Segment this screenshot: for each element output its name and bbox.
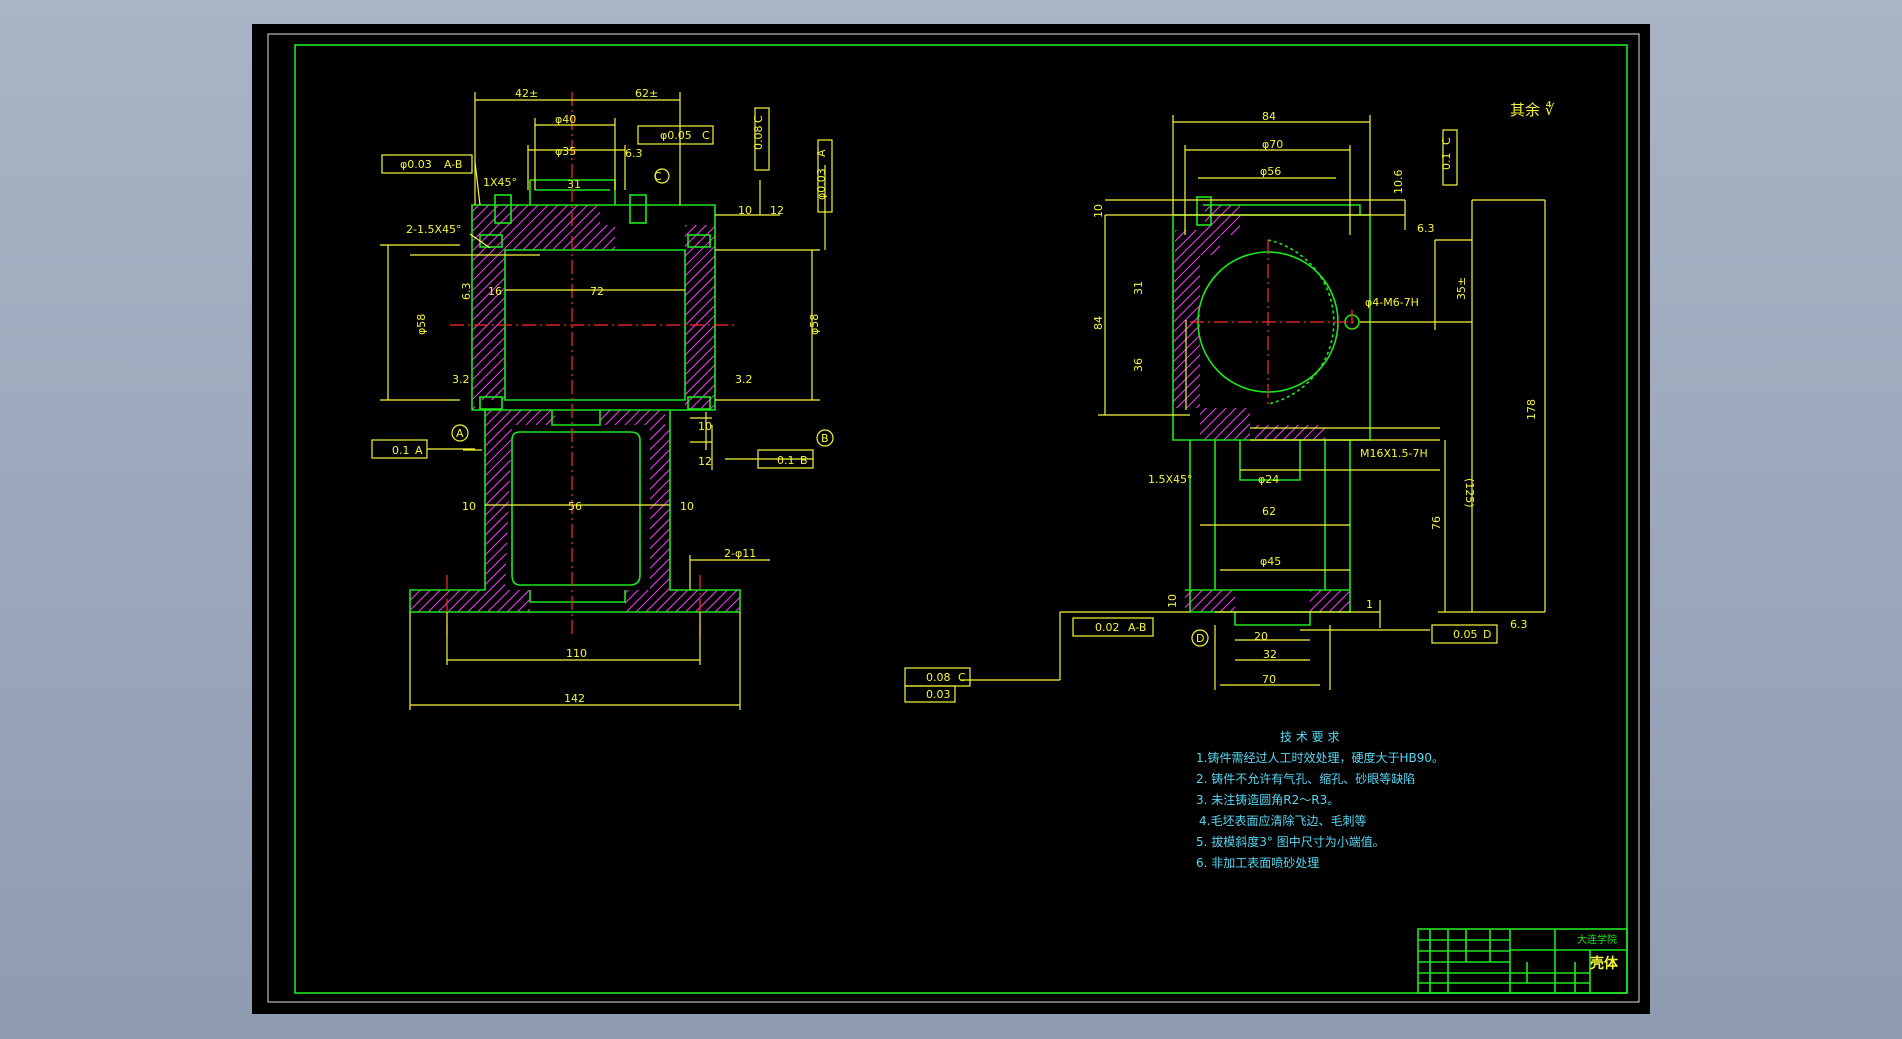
dim-text: A	[815, 149, 828, 157]
dim-text: 12	[770, 204, 784, 217]
dim-text: 84	[1092, 316, 1105, 330]
dim-text: φ0.05	[660, 129, 692, 142]
dim-text: B	[821, 432, 829, 445]
dim-text: φ35	[555, 145, 576, 158]
dim-text: φ45	[1260, 555, 1281, 568]
dim-text: B	[800, 454, 808, 467]
dim-text: 178	[1525, 399, 1538, 420]
dim-text: φ58	[808, 314, 821, 335]
left-view: 42± 62± φ40 φ35 φ0.05 C φ0.03 A-B 1X45° …	[371, 87, 834, 710]
dim-text: A	[415, 444, 423, 457]
dim-text: 10	[680, 500, 694, 513]
dim-text: 1	[1366, 598, 1373, 611]
dim-text: 0.05	[1453, 628, 1478, 641]
dim-text: 2-φ11	[724, 547, 756, 560]
dim-text: D	[1196, 632, 1204, 645]
dim-text: 3.2	[452, 373, 470, 386]
dim-text: 0.08	[926, 671, 951, 684]
dim-text: 84	[1262, 110, 1276, 123]
dim-text: 0.02	[1095, 621, 1120, 634]
dim-text: C	[1440, 137, 1453, 145]
dim-text: 10	[698, 420, 712, 433]
technical-requirements: 技 术 要 求 1.铸件需经过人工时效处理，硬度大于HB90。 2. 铸件不允许…	[1196, 730, 1444, 870]
inner-frame	[294, 44, 1628, 994]
dim-text: 32	[1263, 648, 1277, 661]
dim-text: 42±	[515, 87, 538, 100]
dim-text: 10	[1166, 594, 1179, 608]
note-item: 6. 非加工表面喷砂处理	[1196, 856, 1319, 870]
school-name: 大连学院	[1577, 933, 1617, 946]
dim-text: 62	[1262, 505, 1276, 518]
dim-text: 35±	[1455, 277, 1468, 300]
dim-text: C	[702, 129, 710, 142]
dim-text: C	[654, 170, 662, 183]
dim-text: 0.08	[752, 126, 765, 151]
dim-text: 2-1.5X45°	[406, 223, 462, 236]
dim-text: 62±	[635, 87, 658, 100]
dim-text: 0.1	[392, 444, 410, 457]
dim-text: 70	[1262, 673, 1276, 686]
dim-text: φ40	[555, 113, 576, 126]
dim-text: 31	[567, 178, 581, 191]
dim-text: φ56	[1260, 165, 1281, 178]
right-view: 84 φ70 φ56 0.1 C 10.6 6.3 10 31 84 36 35…	[904, 110, 1546, 703]
title-block: 大连学院 壳体	[1417, 928, 1628, 994]
dim-text: C	[752, 115, 765, 123]
dim-text: φ70	[1262, 138, 1283, 151]
dim-text: (125)	[1463, 478, 1476, 508]
dim-text: 10	[462, 500, 476, 513]
dim-text: C	[958, 671, 966, 684]
dim-text: φ24	[1258, 473, 1279, 486]
dim-text: A-B	[1128, 621, 1146, 634]
dim-text: D	[1483, 628, 1491, 641]
dim-text: φ0.03	[400, 158, 432, 171]
dim-text: 0.03	[926, 688, 951, 701]
dim-text: 6.3	[460, 283, 473, 301]
dim-text: 1X45°	[483, 176, 517, 189]
roughness-note: 其余 ∜	[1510, 101, 1555, 119]
dim-text: 10	[738, 204, 752, 217]
dim-text: 16	[488, 285, 502, 298]
dim-text: 0.1	[777, 454, 795, 467]
notes-title: 技 术 要 求	[1280, 730, 1339, 744]
note-item: 2. 铸件不允许有气孔、缩孔、砂眼等缺陷	[1196, 771, 1415, 786]
dim-text: 6.3	[625, 147, 643, 160]
dim-text: 20	[1254, 630, 1268, 643]
dim-text: M16X1.5-7H	[1360, 447, 1428, 460]
dim-text: 10	[1092, 204, 1105, 218]
dim-text: 12	[698, 455, 712, 468]
dim-text: φ4-M6-7H	[1365, 296, 1419, 309]
dim-text: 76	[1430, 516, 1443, 530]
dim-text: 6.3	[1417, 222, 1435, 235]
dim-text: φ58	[415, 314, 428, 335]
note-item: 5. 拔模斜度3° 图中尺寸为小端值。	[1196, 834, 1385, 849]
dim-text: φ0.03	[815, 168, 828, 200]
dim-text: 3.2	[735, 373, 753, 386]
note-item: 1.铸件需经过人工时效处理，硬度大于HB90。	[1196, 750, 1444, 765]
note-item: 4.毛坯表面应清除飞边、毛刺等	[1199, 813, 1366, 828]
dim-text: A	[456, 427, 464, 440]
dim-text: A-B	[444, 158, 462, 171]
dim-text: 56	[568, 500, 582, 513]
dim-text: 31	[1132, 281, 1145, 295]
dim-text: 6.3	[1510, 618, 1528, 631]
outer-frame	[267, 33, 1640, 1003]
dim-text: 110	[566, 647, 587, 660]
dim-text: 72	[590, 285, 604, 298]
dim-text: 142	[564, 692, 585, 705]
dim-text: 1.5X45°	[1148, 473, 1193, 486]
dim-text: 10.6	[1392, 170, 1405, 195]
note-item: 3. 未注铸造圆角R2～R3。	[1196, 792, 1339, 807]
dim-text: 0.1	[1440, 153, 1453, 171]
part-name: 壳体	[1589, 955, 1619, 972]
dim-text: 36	[1132, 358, 1145, 372]
